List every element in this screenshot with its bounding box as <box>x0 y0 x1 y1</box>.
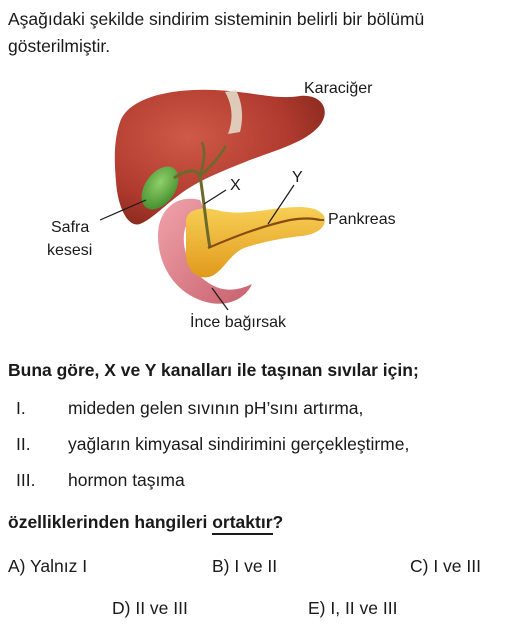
falciform-ligament <box>225 90 243 134</box>
pancreas-shape <box>185 206 325 278</box>
label-gallbladder-line2: kesesi <box>47 242 93 259</box>
option-b[interactable]: B) I ve II <box>212 556 278 576</box>
statement-number: III. <box>16 470 36 490</box>
option-e[interactable]: E) I, II ve III <box>308 598 398 618</box>
label-y: Y <box>292 169 303 186</box>
label-liver: Karaciğer <box>304 80 373 97</box>
stem-after: ? <box>272 512 284 532</box>
hepatic-ducts <box>198 141 228 177</box>
gallbladder-leader-line <box>99 199 147 221</box>
option-a[interactable]: A) Yalnız I <box>8 556 88 576</box>
statement-text: mideden gelen sıvının pH’sını artırma, <box>68 398 364 418</box>
y-leader-line <box>267 184 295 225</box>
question-text: Buna göre, X ve Y kanalları ile taşınan … <box>8 360 419 380</box>
pancreatic-duct <box>207 217 321 250</box>
question-stem: özelliklerinden hangileri ortaktır? <box>8 512 284 535</box>
intestine-leader-line <box>211 287 229 311</box>
stem-underlined: ortaktır <box>212 512 273 535</box>
x-leader-line <box>203 189 227 205</box>
label-x: X <box>230 177 241 194</box>
stem-before: özelliklerinden hangileri <box>8 512 213 532</box>
option-c[interactable]: C) I ve III <box>410 556 481 576</box>
label-pancreas: Pankreas <box>328 211 396 228</box>
digestive-figure: Karaciğer X Y Safra kesesi Pankreas İnce… <box>0 70 513 340</box>
option-d[interactable]: D) II ve III <box>112 598 188 618</box>
intro-text: Aşağıdaki şekilde sindirim sisteminin be… <box>8 9 425 56</box>
statement-text: hormon taşıma <box>68 470 185 490</box>
gallbladder-shape <box>141 166 179 210</box>
digestive-illustration <box>99 89 325 311</box>
statement-text: yağların kimyasal sindirimini gerçekleşt… <box>68 434 410 454</box>
label-gallbladder-line1: Safra <box>51 219 90 236</box>
statement-number: II. <box>16 434 31 454</box>
label-intestine: İnce bağırsak <box>190 314 287 331</box>
intestine-shape <box>158 198 252 304</box>
statement-number: I. <box>16 398 26 418</box>
common-bile-duct <box>173 169 212 249</box>
